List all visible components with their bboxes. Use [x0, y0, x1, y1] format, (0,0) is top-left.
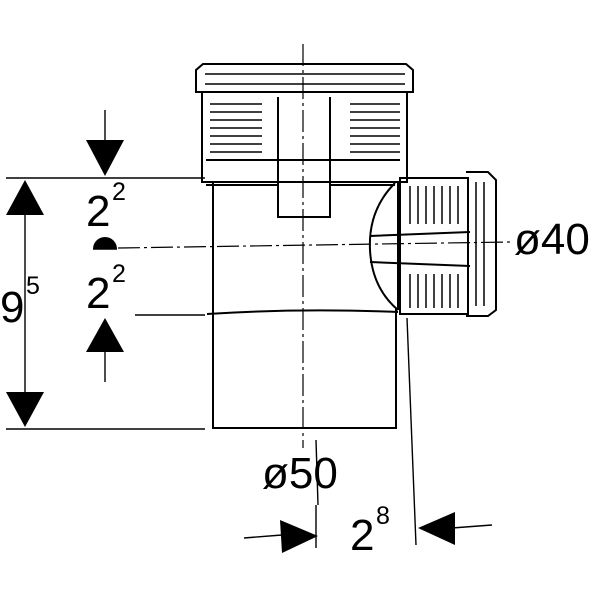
lower-height-base: 2	[86, 269, 110, 318]
lower-height-exp: 2	[112, 260, 126, 288]
branch-end-cap	[466, 171, 497, 317]
top-socket-body	[201, 91, 408, 183]
main-pipe	[195, 63, 414, 429]
branch-socket	[399, 177, 469, 315]
upper-height-base: 2	[86, 187, 110, 236]
branch-ribs	[409, 182, 485, 308]
dimension-lines	[6, 110, 493, 548]
upper-height-exp: 2	[112, 178, 126, 206]
branch-pipe	[368, 171, 497, 317]
pipe-body-outline	[212, 182, 397, 429]
offset-leader-right	[451, 524, 493, 529]
arrow-right-offset	[280, 520, 318, 553]
arrow-left-offset	[418, 512, 455, 545]
branch-ext-line	[406, 317, 417, 546]
arrow-down-upper	[86, 140, 124, 176]
pipe-seam	[206, 309, 399, 315]
top-socket-ribs	[205, 73, 405, 153]
inner-spigot	[277, 97, 331, 218]
arrow-down-total	[6, 392, 44, 427]
branch-spigot	[369, 231, 471, 267]
branch-curve	[368, 182, 399, 311]
centerlines	[117, 44, 511, 448]
total-height-label: 9 5	[0, 272, 40, 332]
center-marker	[93, 237, 117, 250]
lower-height-label: 2 2	[86, 260, 126, 318]
total-height-exp: 5	[26, 272, 40, 300]
branch-offset-base: 2	[350, 511, 374, 560]
offset-leader-left	[243, 534, 283, 539]
branch-diameter-label: ø40	[514, 215, 590, 264]
top-socket-rim	[195, 63, 414, 93]
branch-offset-label: 2 8	[350, 502, 390, 560]
branch-centerline	[117, 241, 511, 249]
arrow-up-total	[6, 180, 44, 215]
upper-height-label: 2 2	[86, 178, 126, 236]
arrowheads	[6, 140, 455, 553]
total-height-base: 9	[0, 283, 24, 332]
branch-offset-exp: 8	[376, 502, 390, 530]
arrow-up-lower	[86, 318, 124, 352]
main-diameter-label: ø50	[262, 449, 338, 498]
dia50-leader	[315, 439, 319, 506]
